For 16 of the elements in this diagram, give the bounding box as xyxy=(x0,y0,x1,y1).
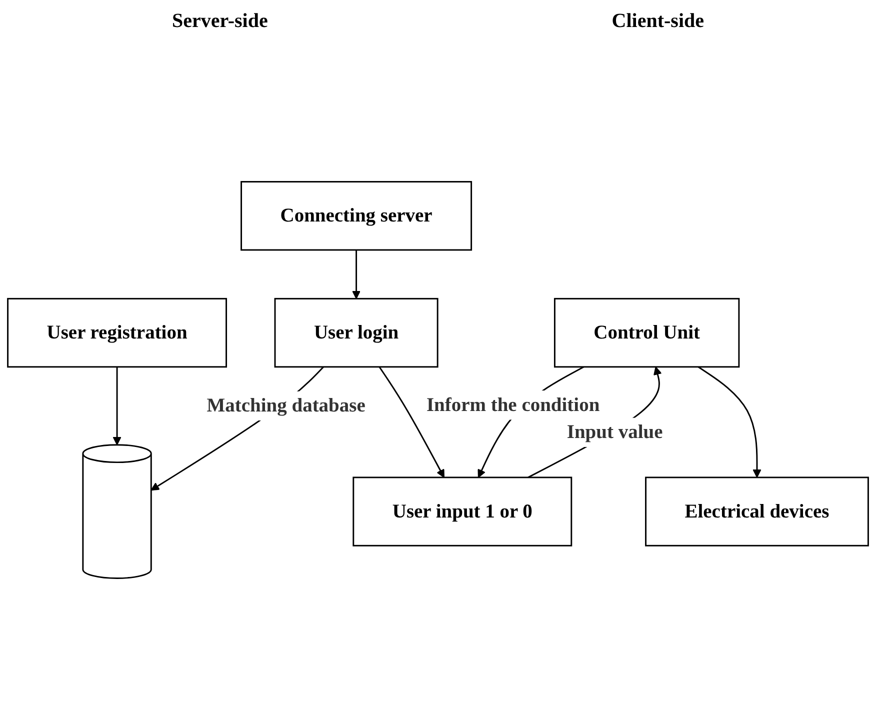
node-box: Control Unit xyxy=(554,298,740,368)
arrow xyxy=(352,250,361,300)
arrow xyxy=(112,366,122,446)
column-heading: Client-side xyxy=(612,10,704,34)
edge-label: Input value xyxy=(566,422,663,444)
node-box: User input 1 or 0 xyxy=(352,476,572,546)
edge-label: Matching database xyxy=(206,395,366,417)
arrow xyxy=(378,366,444,478)
node-box: User registration xyxy=(7,298,227,368)
node-cylinder xyxy=(82,444,152,579)
arrow xyxy=(698,366,762,478)
column-heading: Server-side xyxy=(172,10,268,34)
node-box: User login xyxy=(274,298,438,368)
edge-label: Inform the condition xyxy=(426,394,600,416)
node-box: Connecting server xyxy=(240,181,472,251)
node-box: Electrical devices xyxy=(645,476,869,546)
